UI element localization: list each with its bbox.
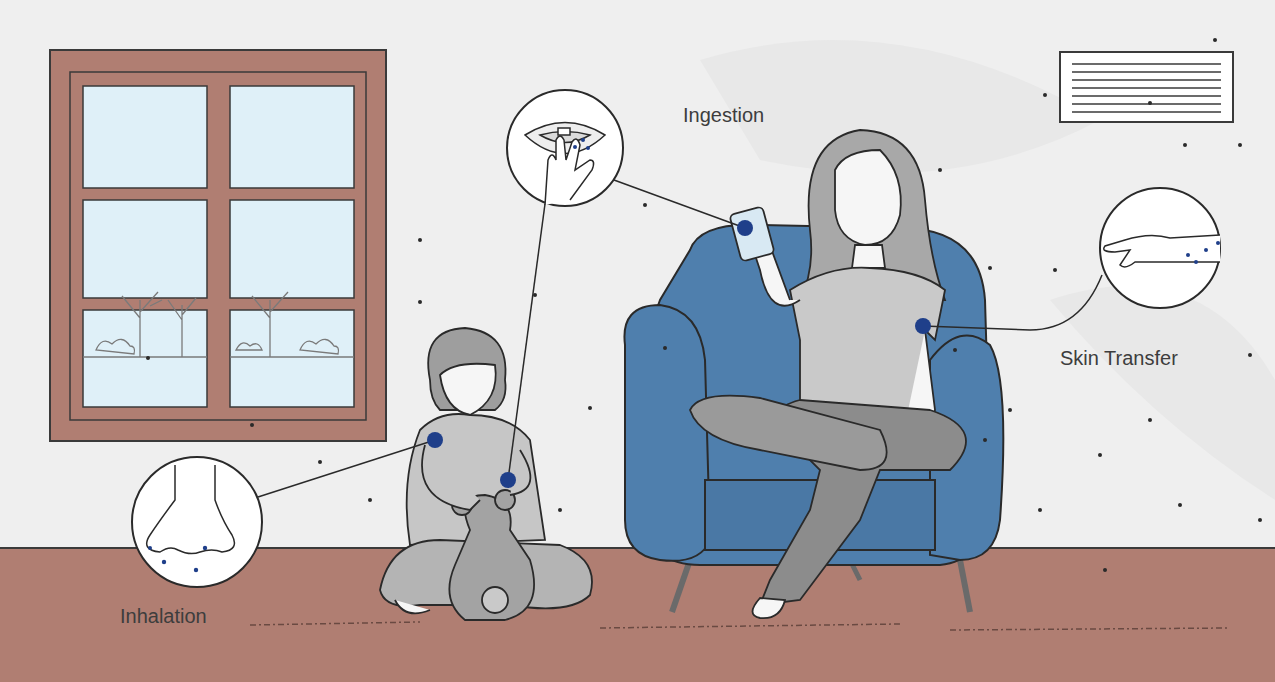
callout-label: Ingestion	[683, 103, 764, 127]
callout-label: Skin Transfer	[1060, 346, 1178, 370]
callout-label: Inhalation	[120, 604, 207, 628]
